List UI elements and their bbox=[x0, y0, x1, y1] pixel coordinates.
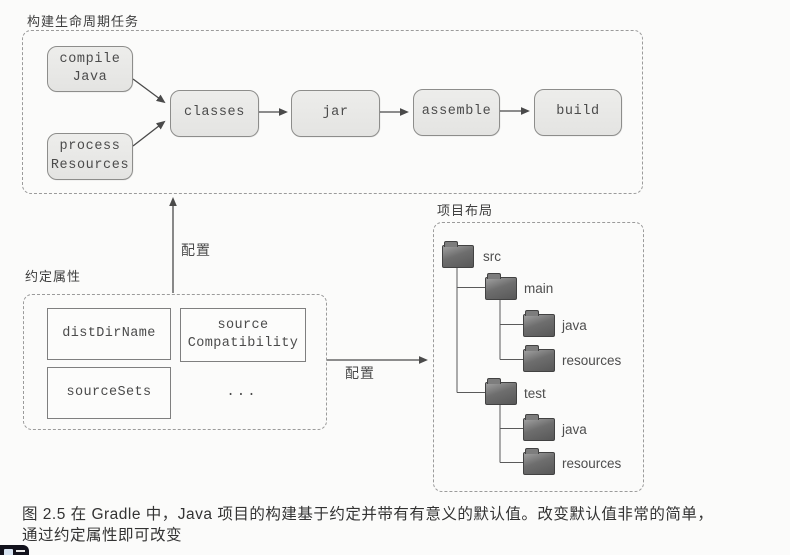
task-node-jar: jar bbox=[291, 90, 380, 137]
folder-icon-main bbox=[485, 273, 517, 300]
task-node-assemble: assemble bbox=[413, 89, 500, 136]
folder-icon-test-java bbox=[523, 414, 555, 441]
conventions-dashed-box bbox=[23, 294, 327, 430]
folder-label-main: main bbox=[524, 281, 554, 296]
corner-watermark-bar bbox=[16, 550, 25, 552]
figure-caption: 图 2.5 在 Gradle 中，Java 项目的构建基于约定并带有有意义的默认… bbox=[22, 504, 772, 546]
figure-caption-line1: 图 2.5 在 Gradle 中，Java 项目的构建基于约定并带有有意义的默认… bbox=[22, 506, 714, 523]
configure-right-label: 配置 bbox=[345, 365, 375, 381]
folder-icon-test bbox=[485, 378, 517, 405]
property-source-compatibility: source Compatibility bbox=[180, 308, 306, 362]
configure-up-label: 配置 bbox=[181, 242, 211, 258]
figure-caption-line2: 通过约定属性即可改变 bbox=[22, 527, 183, 544]
corner-watermark-icon bbox=[0, 545, 29, 555]
property-source-sets: sourceSets bbox=[47, 367, 171, 419]
folder-label-main-java: java bbox=[562, 318, 587, 333]
folder-label-test-java: java bbox=[562, 422, 587, 437]
property-ellipsis: ... bbox=[226, 383, 258, 400]
folder-label-src: src bbox=[483, 249, 501, 264]
lifecycle-dashed-box bbox=[22, 30, 643, 194]
folder-icon-main-java bbox=[523, 310, 555, 337]
folder-label-test-resources: resources bbox=[562, 456, 622, 471]
task-node-compile-java: compile Java bbox=[47, 46, 133, 92]
project-layout-section-title: 项目布局 bbox=[437, 203, 494, 218]
task-node-build: build bbox=[534, 89, 622, 136]
folder-label-test: test bbox=[524, 386, 546, 401]
folder-icon-test-resources bbox=[523, 448, 555, 475]
conventions-section-title: 约定属性 bbox=[25, 269, 82, 284]
folder-icon-src bbox=[442, 241, 474, 268]
project-layout-dashed-box bbox=[433, 222, 644, 492]
folder-icon-main-resources bbox=[523, 345, 555, 372]
property-dist-dir-name: distDirName bbox=[47, 308, 171, 360]
corner-watermark-glyph bbox=[4, 549, 13, 555]
folder-label-main-resources: resources bbox=[562, 353, 622, 368]
task-node-process-resources: process Resources bbox=[47, 133, 133, 180]
lifecycle-section-title: 构建生命周期任务 bbox=[27, 14, 140, 29]
task-node-classes: classes bbox=[170, 90, 259, 137]
